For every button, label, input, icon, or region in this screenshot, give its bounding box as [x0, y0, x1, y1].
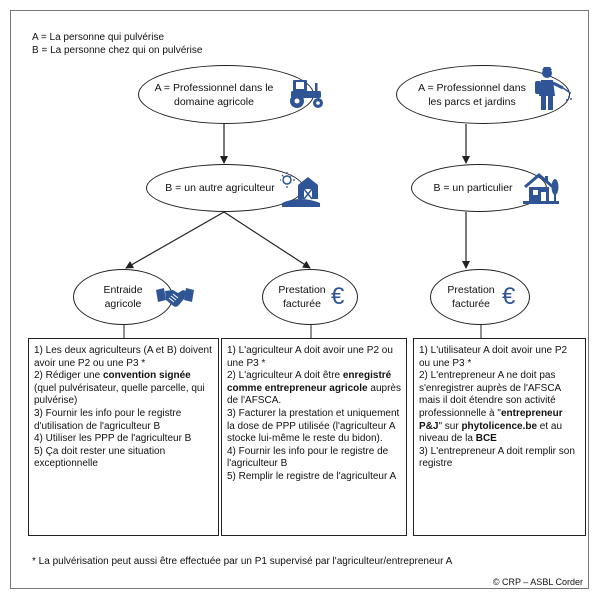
node-autre-agriculteur-label: B = un autre agriculteur — [165, 182, 275, 194]
euro-icon: € — [331, 283, 345, 310]
credit: © CRP – ASBL Corder — [492, 577, 583, 587]
node-parcs-pro-line1: A = Professionnel dans — [418, 81, 526, 94]
box2-item2: 2) L'agriculteur A doit être enregistré … — [227, 370, 401, 407]
arrow-autre-to-prestation1 — [223, 211, 311, 269]
box1-item4: 4) Utiliser les PPP de l'agriculteur B — [34, 433, 192, 445]
box2-item3: 3) Facturer la prestation et uniquement … — [227, 407, 400, 445]
node-prestation-facturee-1: Prestation facturée — [262, 269, 358, 325]
box1-item3: 3) Fournir les info pour le registre d'u… — [34, 407, 182, 432]
box2-item1: 1) L'agriculteur A doit avoir une P2 ou … — [227, 345, 393, 369]
node-entraide-line1: Entraide — [103, 284, 143, 296]
box-entraide-conditions: 1) Les deux agriculteurs (A et B) doiven… — [28, 338, 219, 536]
box3-item2: 2) L'entrepreneur A ne doit pas s'enregi… — [419, 370, 563, 445]
box-prestation-agricole-conditions: 1) L'agriculteur A doit avoir une P2 ou … — [221, 338, 407, 536]
box2-item5: 5) Remplir le registre de l'agriculteur … — [227, 470, 397, 482]
farm-barn-icon — [280, 172, 320, 207]
box3-item3: 3) L'entrepreneur A doit remplir son reg… — [419, 445, 575, 470]
node-agri-pro: A = Professionnel dans le domaine agrico… — [138, 65, 314, 124]
legend-a: A = La personne qui pulvérise — [32, 32, 165, 43]
node-prestation-facturee-2: Prestation facturée — [430, 269, 530, 325]
legend: A = La personne qui pulvérise B = La per… — [32, 31, 202, 57]
node-prestation1-line2: facturée — [283, 298, 321, 310]
node-prestation2-line2: facturée — [452, 298, 490, 310]
tractor-icon — [290, 80, 323, 108]
node-entraide: Entraide agricole — [73, 269, 173, 325]
euro-icon: € — [502, 283, 516, 310]
arrow-autre-to-entraide — [125, 211, 225, 269]
node-parcs-pro-line2: les parcs et jardins — [428, 95, 516, 108]
box3-item1: 1) L'utilisateur A doit avoir une P2 ou … — [419, 345, 568, 369]
node-prestation1-line1: Prestation — [278, 284, 326, 296]
node-prestation2-line1: Prestation — [447, 284, 495, 296]
footnote: * La pulvérisation peut aussi être effec… — [32, 556, 453, 567]
box1-item2: 2) Rédiger une convention signée (quel p… — [34, 370, 205, 407]
sprayer-worker-icon — [535, 67, 572, 110]
box1-item1: 1) Les deux agriculteurs (A et B) doiven… — [34, 345, 212, 369]
box-prestation-pj-conditions: 1) L'utilisateur A doit avoir une P2 ou … — [413, 338, 586, 536]
node-entraide-line2: agricole — [104, 298, 142, 310]
node-parcs-pro: A = Professionnel dans les parcs et jard… — [396, 65, 570, 124]
node-particulier-label: B = un particulier — [433, 182, 513, 194]
handshake-icon — [156, 288, 194, 307]
box2-item4: 4) Fournir les info pour le registre de … — [227, 445, 389, 470]
node-agri-pro-line2: domaine agricole — [174, 95, 254, 108]
house-icon — [523, 173, 559, 204]
node-agri-pro-line1: A = Professionnel dans le — [154, 81, 274, 94]
box1-item5: 5) Ça doit rester une situation exceptio… — [34, 445, 166, 470]
node-autre-agriculteur: B = un autre agriculteur — [146, 164, 304, 212]
legend-b: B = La personne chez qui on pulvérise — [32, 45, 203, 56]
